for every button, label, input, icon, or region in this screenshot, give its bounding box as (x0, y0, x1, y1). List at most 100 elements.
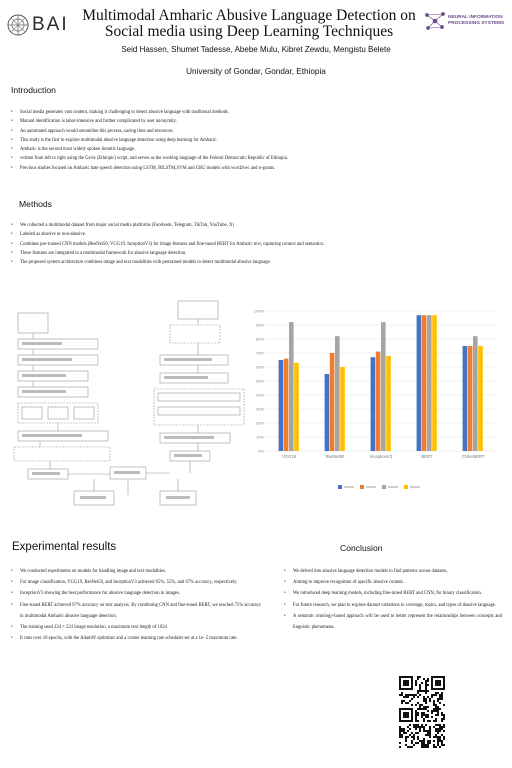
qr-module (427, 690, 429, 692)
qr-module (433, 700, 435, 702)
qr-module (419, 728, 421, 730)
y-tick-label: 40% (256, 393, 264, 398)
legend-swatch (404, 485, 408, 489)
qr-module (415, 682, 417, 684)
section-title-results: Experimental results (12, 541, 117, 553)
qr-module (435, 728, 437, 730)
qr-module (415, 724, 417, 726)
qr-module (435, 706, 437, 708)
qr-module (413, 744, 415, 746)
qr-module (441, 718, 443, 720)
qr-module (437, 712, 439, 714)
qr-module (401, 730, 403, 732)
qr-module (425, 730, 427, 732)
qr-module (437, 738, 439, 740)
qr-module (419, 708, 421, 710)
y-tick-label: 100% (254, 309, 265, 314)
qr-module (409, 724, 411, 726)
qr-module (439, 698, 441, 700)
qr-module (427, 744, 429, 746)
qr-module (405, 744, 407, 746)
qr-module (439, 728, 441, 730)
qr-module (427, 716, 429, 718)
y-tick-label: 70% (256, 351, 264, 356)
qr-module (425, 684, 427, 686)
section-title-conclusion: Conclusion (340, 543, 383, 553)
qr-module (421, 744, 423, 746)
qr-module (427, 742, 429, 744)
qr-module (399, 742, 401, 744)
list-item: We delved into abusive language detectio… (284, 566, 502, 577)
qr-module (437, 744, 439, 746)
qr-module (441, 692, 443, 694)
bar (340, 367, 345, 451)
qr-module (399, 728, 401, 730)
qr-module (417, 692, 419, 694)
y-tick-label: 30% (256, 407, 264, 412)
qr-module (401, 734, 403, 736)
qr-module (407, 694, 409, 696)
qr-module (399, 694, 401, 696)
qr-module (437, 732, 439, 734)
qr-module (421, 712, 423, 714)
qr-module (407, 702, 409, 704)
qr-module (399, 746, 401, 748)
list-item: For future research, we plan to explore … (284, 600, 502, 611)
qr-module (421, 746, 423, 748)
qr-module (419, 706, 421, 708)
bar (473, 336, 478, 451)
list-item: An automated approach would streamline t… (11, 127, 481, 137)
qr-module (439, 740, 441, 742)
qr-module (417, 696, 419, 698)
qr-module (413, 696, 415, 698)
qr-module (399, 726, 401, 728)
y-tick-label: 60% (256, 365, 264, 370)
list-item: These features are integrated in a multi… (11, 249, 481, 259)
qr-module (443, 718, 445, 720)
qr-module (421, 724, 423, 726)
bar (386, 355, 391, 451)
qr-module (435, 736, 437, 738)
qr-module (429, 726, 431, 728)
qr-module (409, 700, 411, 702)
list-item: Social media generates vast content, mak… (11, 108, 481, 118)
qr-module (425, 714, 427, 716)
y-tick-label: 80% (256, 337, 264, 342)
qr-module (443, 730, 445, 732)
qr-module (433, 708, 435, 710)
qr-module (417, 732, 419, 734)
qr-module (407, 736, 409, 738)
qr-code[interactable] (399, 676, 445, 756)
y-tick-label: 10% (256, 435, 264, 440)
qr-module (435, 734, 437, 736)
qr-module (439, 694, 441, 696)
qr-module (425, 734, 427, 736)
qr-module (411, 694, 413, 696)
qr-module (409, 728, 411, 730)
qr-module (439, 708, 441, 710)
x-tick-label: CNN+BERT (462, 454, 485, 459)
qr-module (417, 678, 419, 680)
qr-module (427, 678, 429, 680)
qr-module (407, 730, 409, 732)
qr-module (415, 728, 417, 730)
qr-module (413, 694, 415, 696)
qr-module (439, 746, 441, 748)
qr-module (433, 746, 435, 748)
qr-module (413, 724, 415, 726)
x-tick-label: VGG19 (282, 454, 297, 459)
qr-module (425, 746, 427, 748)
bar (324, 374, 330, 451)
qr-module (405, 702, 407, 704)
qr-module (423, 690, 425, 692)
qr-module (437, 714, 439, 716)
qr-module (409, 694, 411, 696)
qr-module (405, 696, 407, 698)
list-item: Combines pre-trained CNN models (ResNet5… (11, 240, 481, 250)
qr-finder (403, 680, 409, 686)
qr-module (425, 706, 427, 708)
qr-module (435, 746, 437, 748)
bai-logo: BAI (7, 14, 69, 36)
qr-module (423, 742, 425, 744)
qr-module (437, 706, 439, 708)
